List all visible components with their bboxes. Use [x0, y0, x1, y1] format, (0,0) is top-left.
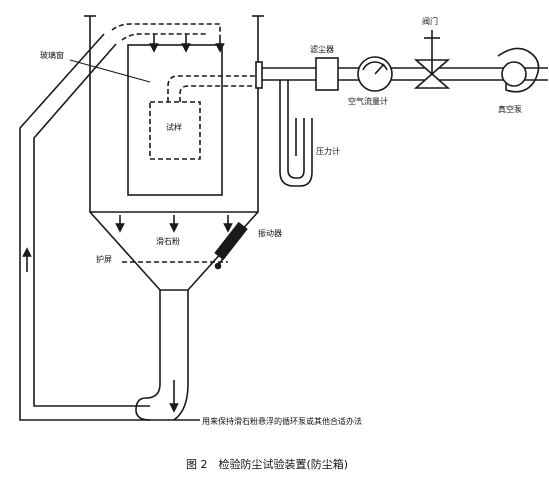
return-pipe-top	[111, 23, 221, 38]
return-pipe-left	[19, 33, 200, 421]
talc-powder-label: 滑石粉	[156, 236, 180, 246]
vacuum-pump-label: 真空泵	[498, 104, 522, 114]
circulation-loop	[135, 290, 161, 421]
glass-window-label: 玻璃窗	[40, 50, 64, 60]
pressure-gauge-label: 压力计	[316, 146, 340, 156]
figure-caption: 图 2 检验防尘试验装置(防尘箱)	[186, 457, 348, 471]
internal-suction-pipe	[167, 75, 258, 102]
pressure-gauge	[279, 80, 313, 187]
dust-chamber	[84, 15, 264, 291]
dust-filter-label: 滤尘器	[310, 44, 334, 54]
vibrator	[214, 221, 248, 267]
circulation-pump-label: 用来保持滑石粉悬浮的循环泵或其他合适办法	[202, 416, 362, 426]
screen-label: 护屏	[96, 254, 112, 264]
dust-filter	[315, 57, 339, 91]
valve-label: 阀门	[422, 16, 438, 26]
specimen-box	[149, 101, 201, 160]
glass-window	[127, 44, 223, 196]
valve	[413, 30, 451, 89]
flowmeter-label: 空气流量计	[348, 96, 388, 106]
specimen-label: 试样	[166, 122, 182, 132]
vibrator-label: 振动器	[258, 228, 282, 238]
vacuum-pump	[497, 47, 540, 93]
